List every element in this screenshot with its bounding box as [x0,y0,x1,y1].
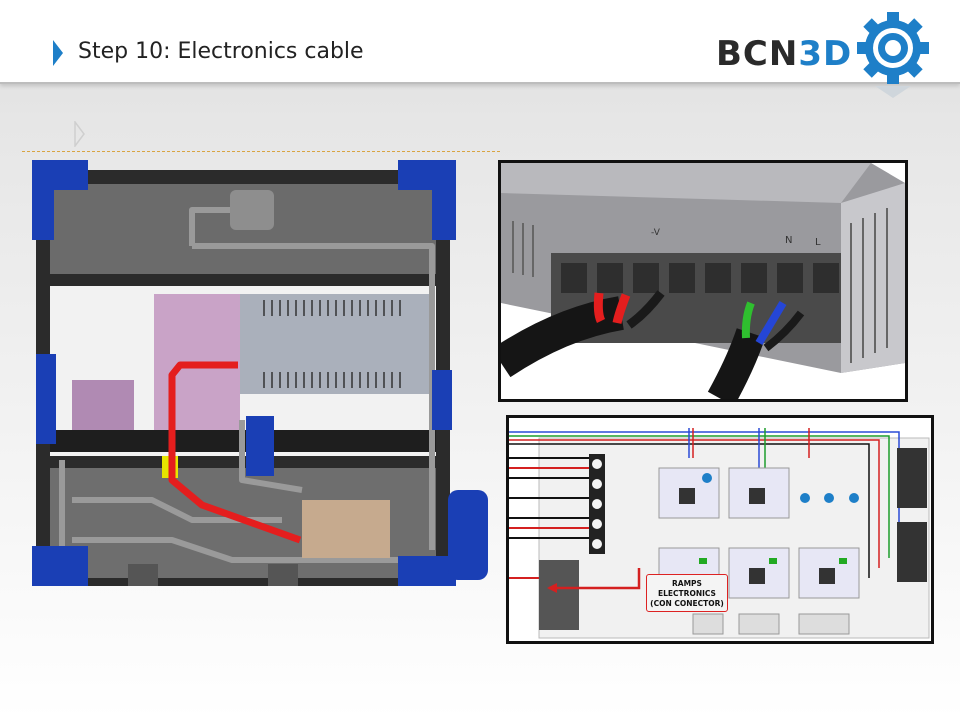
ramps-callout-line-1: RAMPS [672,579,702,588]
gear-icon [857,12,929,98]
power-supply-illustration: -V N L [501,163,905,399]
ramps-callout-label: RAMPS ELECTRONICS (CON CONECTOR) [646,574,728,612]
ramps-callout-line-3: (CON CONECTOR) [650,599,724,608]
chevron-right-icon [53,40,63,66]
brand-logo-prefix: BCN [716,34,799,74]
psu-terminal-label-minus-v: -V [651,228,661,238]
power-supply-photo: -V N L [498,160,908,402]
brand-logo: BCN3D [716,34,852,74]
chevron-right-icon-faded [74,121,85,147]
slide-header: Step 10: Electronics cable BCN3D [0,0,960,98]
brand-logo-suffix: 3D [798,34,853,74]
printer-frame-image [32,160,488,586]
psu-terminal-label-l: L [815,237,821,248]
ramps-callout-line-2: ELECTRONICS [658,589,716,598]
slide-title: Step 10: Electronics cable [78,39,364,64]
psu-terminal-label-n: N [785,235,792,246]
dotted-divider [22,151,500,152]
